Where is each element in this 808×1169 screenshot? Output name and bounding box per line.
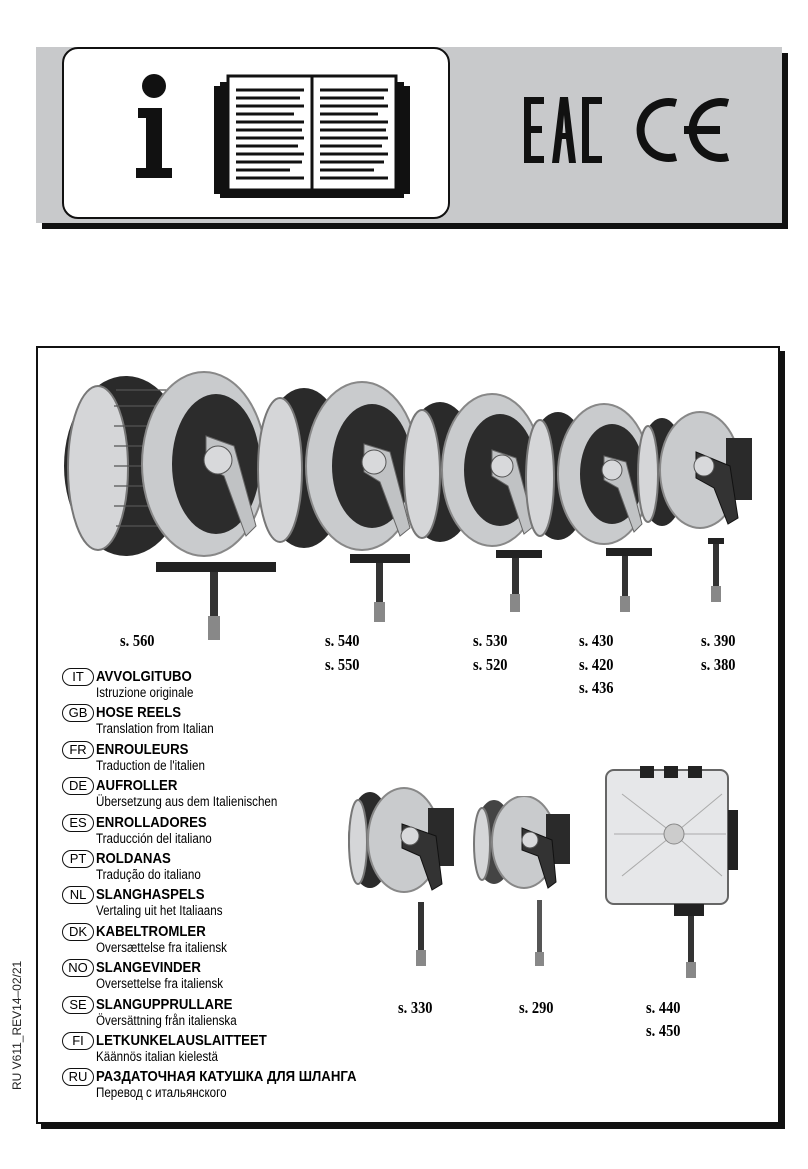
hose-reel-290-image bbox=[473, 796, 570, 966]
language-subtitle: Istruzione originale bbox=[96, 685, 194, 700]
language-item-no: NO SLANGEVINDER Oversettelse fra italien… bbox=[62, 958, 482, 994]
model-label-290: s. 290 bbox=[519, 998, 554, 1017]
language-subtitle: Traducción del italiano bbox=[96, 830, 212, 846]
language-title: KABELTROMLER bbox=[96, 922, 206, 940]
language-item-gb: GB HOSE REELS Translation from Italian bbox=[62, 703, 482, 739]
language-code-badge: FR bbox=[62, 740, 94, 759]
language-list: IT AVVOLGITUBO Istruzione originale GB H… bbox=[62, 667, 482, 1104]
language-code-badge: PT bbox=[62, 849, 94, 868]
hose-reel-430-image bbox=[525, 403, 652, 612]
language-item-nl: NL SLANGHASPELS Vertaling uit het Italia… bbox=[62, 885, 482, 921]
language-title: ENROLLADORES bbox=[96, 813, 207, 831]
model-label-560: s. 560 bbox=[120, 631, 155, 650]
model-label-380: s. 380 bbox=[701, 655, 736, 674]
language-item-dk: DK KABELTROMLER Oversættelse fra italien… bbox=[62, 922, 482, 958]
language-item-fr: FR ENROULEURS Traduction de l'italien bbox=[62, 740, 482, 776]
model-label-540: s. 540 bbox=[325, 631, 360, 650]
language-subtitle: Översättning från italienska bbox=[96, 1012, 237, 1028]
language-code-badge: FI bbox=[62, 1031, 94, 1050]
hose-reel-560-image bbox=[64, 371, 276, 640]
model-label-390: s. 390 bbox=[701, 631, 736, 650]
hose-reel-440-image bbox=[605, 766, 738, 978]
language-title: РАЗДАТОЧНАЯ КАТУШКА ДЛЯ ШЛАНГА bbox=[96, 1068, 357, 1086]
language-title: AVVOLGITUBO bbox=[96, 668, 192, 685]
eac-mark bbox=[524, 97, 602, 163]
language-title: AUFROLLER bbox=[96, 777, 178, 795]
language-subtitle: Oversættelse fra italiensk bbox=[96, 939, 227, 955]
model-label-440: s. 440 bbox=[646, 998, 681, 1017]
language-code-badge: ES bbox=[62, 813, 94, 832]
language-code-badge: DK bbox=[62, 922, 94, 941]
language-code-badge: NO bbox=[62, 959, 94, 978]
language-subtitle: Vertaling uit het Italiaans bbox=[96, 903, 223, 919]
language-title: ROLDANAS bbox=[96, 849, 171, 867]
model-label-420: s. 420 bbox=[579, 655, 614, 674]
language-title: HOSE REELS bbox=[96, 704, 182, 722]
language-subtitle: Traduction de l'italien bbox=[96, 757, 205, 773]
hose-reel-540-image bbox=[257, 381, 419, 622]
language-code-badge: RU bbox=[62, 1068, 94, 1087]
language-item-pt: PT ROLDANAS Tradução do italiano bbox=[62, 849, 482, 885]
language-code-badge: SE bbox=[62, 995, 94, 1014]
model-label-450: s. 450 bbox=[646, 1021, 681, 1040]
language-item-de: DE AUFROLLER Übersetzung aus dem Italien… bbox=[62, 776, 482, 812]
model-label-520: s. 520 bbox=[473, 655, 508, 674]
language-subtitle: Tradução do italiano bbox=[96, 866, 201, 882]
language-code-badge: IT bbox=[62, 668, 94, 686]
ce-mark bbox=[636, 98, 730, 162]
language-item-fi: FI LETKUNKELAUSLAITTEET Käännös italian … bbox=[62, 1031, 482, 1067]
open-manual-book-icon bbox=[214, 74, 410, 198]
language-title: LETKUNKELAUSLAITTEET bbox=[96, 1031, 267, 1049]
language-subtitle: Перевод с итальянского bbox=[96, 1085, 227, 1101]
model-label-436: s. 436 bbox=[579, 678, 614, 697]
language-subtitle: Oversettelse fra italiensk bbox=[96, 976, 224, 992]
info-icon bbox=[136, 74, 172, 178]
language-subtitle: Übersetzung aus dem Italienischen bbox=[96, 794, 278, 810]
language-code-badge: NL bbox=[62, 886, 94, 905]
model-label-430: s. 430 bbox=[579, 631, 614, 650]
revision-code: RU V611_REV14–02/21 bbox=[10, 960, 24, 1090]
language-code-badge: DE bbox=[62, 777, 94, 796]
model-label-550: s. 550 bbox=[325, 655, 360, 674]
language-item-ru: RU РАЗДАТОЧНАЯ КАТУШКА ДЛЯ ШЛАНГА Перево… bbox=[62, 1067, 482, 1103]
hose-reel-530-image bbox=[402, 393, 543, 612]
eac-ce-conformity-marks bbox=[524, 97, 730, 163]
language-subtitle: Translation from Italian bbox=[96, 721, 214, 737]
language-title: ENROULEURS bbox=[96, 740, 189, 758]
language-title: SLANGHASPELS bbox=[96, 886, 205, 904]
model-label-330: s. 330 bbox=[398, 998, 433, 1017]
hose-reel-330-image bbox=[348, 787, 454, 966]
language-item-es: ES ENROLLADORES Traducción del italiano bbox=[62, 813, 482, 849]
language-title: SLANGUPPRULLARE bbox=[96, 995, 233, 1013]
hose-reel-390-image bbox=[637, 411, 752, 602]
language-title: SLANGEVINDER bbox=[96, 959, 201, 977]
language-item-se: SE SLANGUPPRULLARE Översättning från ita… bbox=[62, 995, 482, 1031]
model-label-530: s. 530 bbox=[473, 631, 508, 650]
language-item-it: IT AVVOLGITUBO Istruzione originale bbox=[62, 667, 482, 703]
language-code-badge: GB bbox=[62, 704, 94, 723]
language-subtitle: Käännös italian kielestä bbox=[96, 1048, 218, 1064]
